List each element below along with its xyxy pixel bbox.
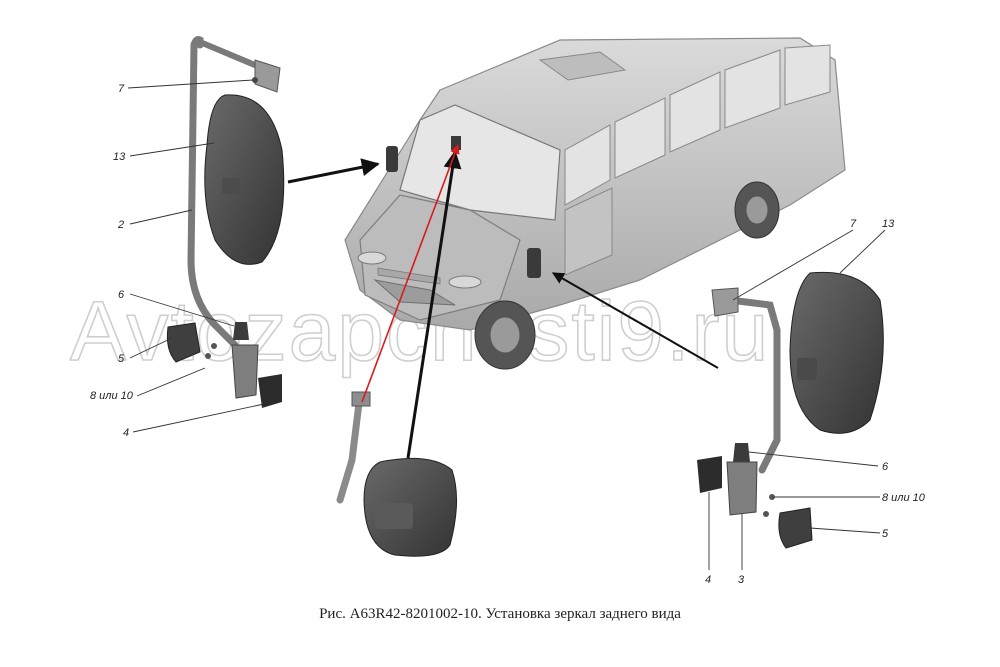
left-mirror-arm	[187, 36, 239, 349]
right-mirror-head	[789, 271, 884, 434]
right-leaders	[708, 229, 886, 570]
left-cap	[233, 322, 249, 340]
callout-left-8-10: 8 или 10	[90, 390, 134, 402]
right-cover	[778, 507, 813, 549]
assembly-arrows	[287, 144, 719, 459]
callout-right-5: 5	[882, 528, 889, 540]
left-gasket	[258, 374, 282, 408]
callout-left-5: 5	[118, 353, 125, 365]
bus-right-mirror	[527, 248, 541, 278]
right-mirror-arm	[726, 296, 781, 474]
callout-left-7: 7	[118, 83, 125, 95]
right-mirror-assembly	[697, 271, 884, 549]
callout-right-7: 7	[850, 218, 857, 230]
bus-left-mirror	[386, 146, 398, 172]
callout-right-4: 4	[705, 574, 711, 586]
callout-left-13: 13	[113, 151, 126, 163]
left-cover	[166, 322, 201, 363]
callout-left-4: 4	[123, 427, 129, 439]
callout-right-6: 6	[882, 461, 889, 473]
left-mirror-assembly	[166, 36, 285, 408]
right-cap	[733, 443, 750, 462]
left-hinge-base	[231, 344, 259, 399]
callout-right-8-10: 8 или 10	[882, 492, 926, 504]
bus-illustration	[344, 37, 846, 370]
right-gasket	[697, 456, 722, 493]
callout-left-6: 6	[118, 289, 125, 301]
bus-interior-mirror	[451, 136, 461, 150]
left-leaders	[127, 79, 265, 433]
callout-left-2: 2	[117, 219, 124, 231]
figure-caption: Рис. A63R42-8201002-10. Установка зеркал…	[319, 606, 681, 622]
callout-right-13: 13	[882, 218, 895, 230]
left-top-bracket	[254, 59, 281, 93]
callout-right-3: 3	[738, 574, 745, 586]
left-mirror-head	[204, 94, 285, 265]
interior-mirror-assembly	[336, 391, 458, 557]
right-top-bracket	[711, 287, 739, 317]
right-hinge-base	[726, 461, 758, 516]
